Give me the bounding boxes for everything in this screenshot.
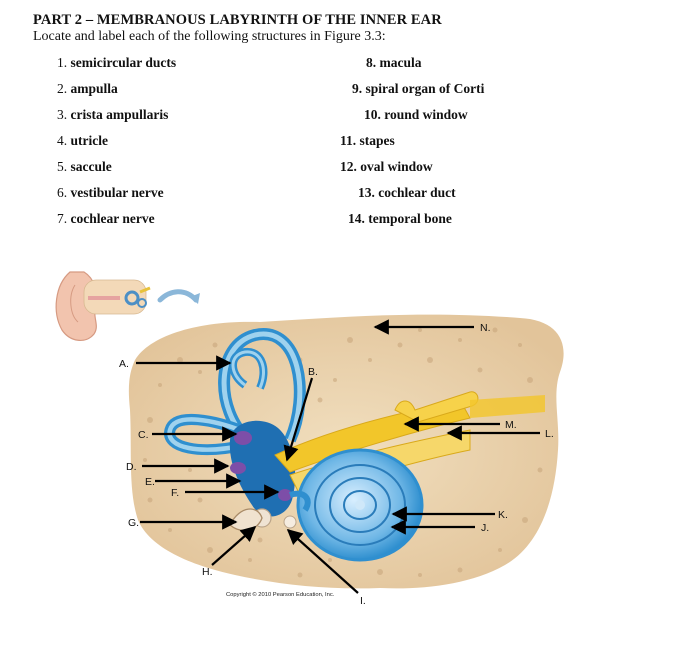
arrow-i [286, 528, 359, 594]
crista-ampullaris-region [234, 431, 252, 445]
structure-list: 1. semicircular ducts 2. ampulla 3. cris… [0, 0, 700, 240]
page-title: PART 2 – MEMBRANOUS LABYRINTH OF THE INN… [33, 12, 442, 28]
structure-item: 1. semicircular ducts [57, 55, 177, 70]
instruction-text: Locate and label each of the following s… [33, 29, 386, 44]
arrow-h [211, 525, 257, 566]
structure-item: 6. vestibular nerve [57, 185, 164, 200]
label-c: C. [138, 429, 149, 441]
copyright-note: Copyright © 2010 Pearson Education, Inc. [226, 591, 335, 598]
label-n: N. [480, 322, 491, 334]
label-j: J. [481, 522, 489, 534]
structure-item: 7. cochlear nerve [57, 211, 155, 226]
structure-item: 9. spiral organ of Corti [352, 81, 485, 96]
structure-item: 5. saccule [57, 159, 112, 174]
structure-item: 11. stapes [340, 133, 395, 148]
label-f: F. [171, 487, 179, 499]
label-e: E. [145, 476, 155, 488]
label-g: G. [128, 517, 139, 529]
label-l: L. [545, 428, 554, 440]
figure-labels: A. B. C. D. E. F. G. H. I. J. K. L. M. N… [119, 322, 554, 607]
pointer-arrows [136, 319, 540, 594]
curved-pointer-arrowhead [190, 293, 200, 304]
structure-item: 3. crista ampullaris [57, 107, 169, 122]
label-i: I. [360, 595, 366, 607]
label-k: K. [498, 509, 508, 521]
label-a: A. [119, 358, 129, 370]
structure-item: 4. utricle [57, 133, 108, 148]
semicircular-ducts [164, 328, 306, 456]
structure-item: 10. round window [364, 107, 468, 122]
label-d: D. [126, 461, 137, 473]
structure-item: 8. macula [366, 55, 422, 70]
curved-pointer-arrow [157, 289, 199, 303]
structure-item: 2. ampulla [57, 81, 118, 96]
structure-item: 14. temporal bone [348, 211, 452, 226]
label-m: M. [505, 419, 517, 431]
label-b: B. [308, 366, 318, 378]
ear-overview-illustration [55, 271, 151, 341]
structure-item: 12. oval window [340, 159, 433, 174]
label-h: H. [202, 566, 213, 578]
arrow-b [283, 377, 314, 462]
structure-item: 13. cochlear duct [358, 185, 456, 200]
